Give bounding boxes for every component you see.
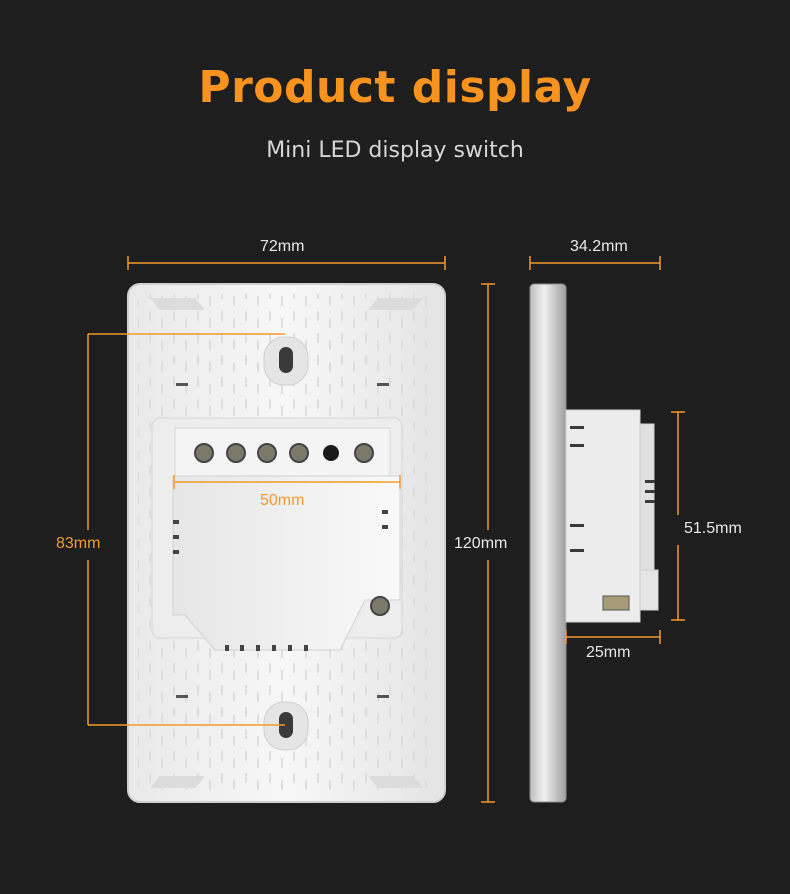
module-width-label: 50mm [260,492,305,509]
top-mounting-hole [263,336,309,386]
switch-side-view [529,283,659,803]
hole-spacing-label: 83mm [56,535,101,552]
terminal-block [174,427,391,477]
side-depth-label: 34.2mm [570,238,628,255]
page-subtitle: Mini LED display switch [266,138,524,163]
front-width-label: 72mm [260,238,305,255]
height-label: 120mm [454,535,508,552]
module-depth-label: 25mm [586,644,631,661]
switch-back-view [88,283,446,803]
module-height-label: 51.5mm [684,520,742,537]
bottom-mounting-hole [263,701,309,751]
page-title: Product display [198,62,592,113]
